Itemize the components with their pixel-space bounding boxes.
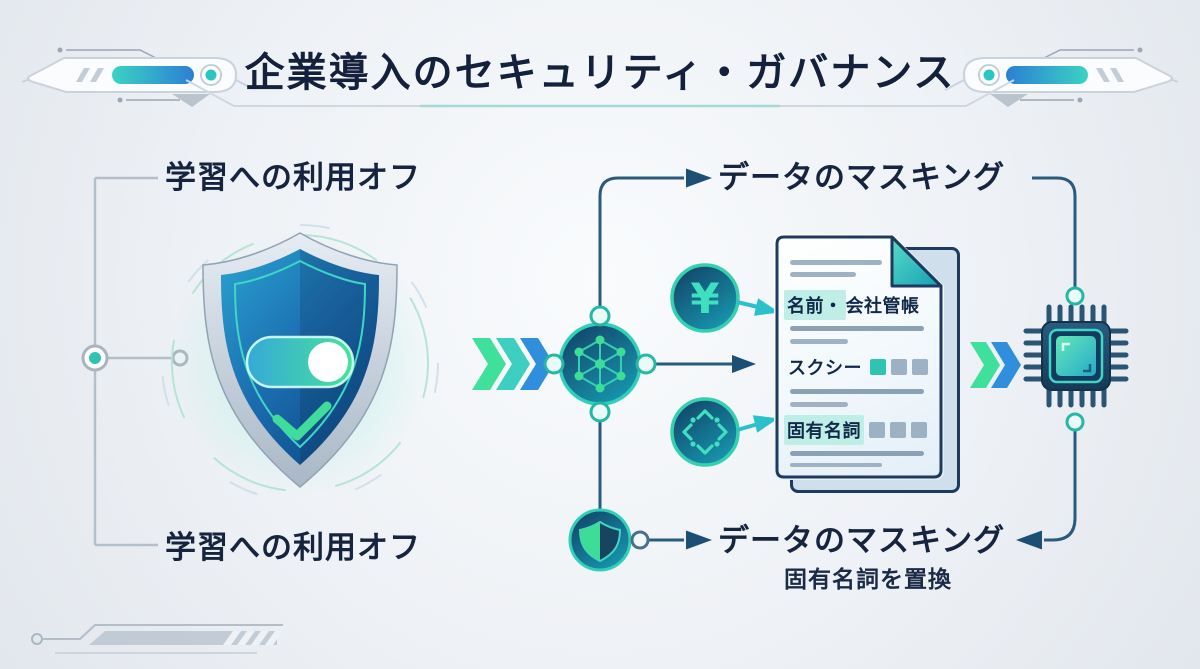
doc-row-name: 名前・会社管帳	[784, 290, 920, 320]
masked-block-teal	[870, 359, 886, 375]
yen-symbol: ¥	[690, 274, 719, 323]
label-data-masking-top: データのマスキング	[718, 160, 1006, 196]
yen-to-doc-arrow	[736, 298, 780, 316]
chip-port-bottom	[1065, 412, 1085, 432]
label-data-masking-bottom: データのマスキング	[718, 523, 1006, 559]
chip-port-top	[1065, 286, 1085, 306]
shield-badge-port	[630, 530, 650, 550]
doc-row-proper-noun: 固有名詞	[784, 415, 927, 445]
doc-text-line	[790, 402, 848, 407]
hub-port-right	[635, 353, 657, 375]
doc-text-line	[790, 463, 882, 467]
doc-text-line	[790, 260, 882, 265]
doc-divider	[790, 451, 924, 456]
proper-noun-highlight: 固有名詞	[784, 415, 864, 445]
flow-arrowheads	[686, 168, 1042, 550]
doc-text-line	[790, 339, 848, 344]
masked-block	[912, 359, 928, 375]
doc-row-name-rest: 会社管帳	[845, 296, 920, 317]
shield-toggle-illustration	[161, 224, 439, 502]
document-outline	[775, 235, 943, 479]
header-panel-outline	[185, 79, 1015, 108]
toggle-knob	[308, 342, 348, 382]
label-replace-proper-nouns: 固有名詞を置換	[784, 567, 952, 593]
document-front-page: 名前・会社管帳 スクシー 固有名詞	[774, 234, 944, 480]
shield-badge-icon	[568, 508, 650, 572]
hub-port-bottom	[589, 401, 611, 423]
doc-divider	[790, 326, 924, 331]
yen-icon: ¥	[670, 263, 740, 333]
hub-port-left	[543, 353, 565, 375]
double-chevron-arrow	[970, 342, 1021, 388]
masked-name-highlight: 名前・	[784, 290, 846, 320]
masked-blocks	[869, 422, 927, 438]
masking-to-doc-arrow	[736, 415, 779, 433]
masked-block	[869, 422, 885, 438]
masked-blocks	[870, 359, 928, 375]
hub-port-top	[589, 305, 611, 327]
label-learning-off-bottom: 学習への利用オフ	[165, 530, 421, 566]
cpu-chip-icon	[1023, 286, 1129, 432]
hud-decoration-top-left	[22, 47, 256, 107]
network-hub-icon	[543, 305, 657, 423]
doc-row2-text: スクシー	[788, 358, 862, 379]
masked-block	[891, 359, 907, 375]
masking-pattern-icon	[670, 397, 740, 467]
hud-decoration-bottom-left	[31, 624, 283, 654]
masked-block	[890, 422, 906, 438]
page-title: 企業導入のセキュリティ・ガバナンス	[244, 50, 956, 96]
toggle-on-switch	[245, 335, 355, 389]
triple-chevron-arrow	[472, 338, 554, 390]
flow-lines	[598, 176, 1077, 542]
doc-divider	[790, 389, 924, 394]
doc-row-masked-value: スクシー	[788, 354, 928, 380]
doc-text-line	[790, 272, 856, 277]
masked-block	[911, 422, 927, 438]
checkmark-icon	[272, 401, 332, 441]
label-learning-off-top: 学習への利用オフ	[165, 160, 421, 196]
